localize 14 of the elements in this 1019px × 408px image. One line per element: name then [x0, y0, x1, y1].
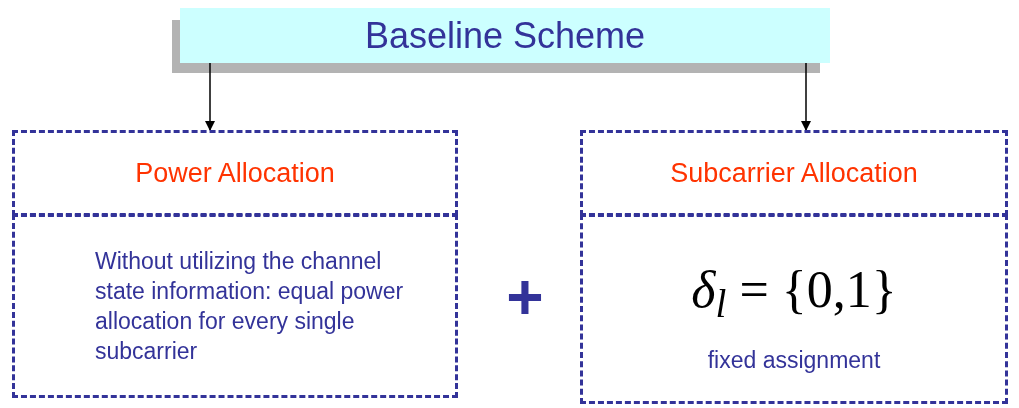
dashed-box [580, 214, 1008, 404]
arrow [801, 62, 811, 131]
caption-text: fixed assignment [707, 345, 881, 375]
arrow [205, 62, 215, 131]
title-box [180, 8, 830, 63]
dashed-box [12, 130, 458, 216]
dashed-box [12, 214, 458, 398]
plus-sign: + [505, 265, 545, 329]
formula: δ$_{l}$ = {0,1} [691, 259, 897, 327]
description-text: Without utilizing the channel state information: equal power allocation for every single subcarrier [95, 247, 405, 366]
title-text: Baseline Scheme [364, 13, 646, 58]
section-heading: Subcarrier Allocation [670, 156, 918, 190]
section-heading: Power Allocation [135, 156, 335, 190]
dashed-box [580, 130, 1008, 216]
